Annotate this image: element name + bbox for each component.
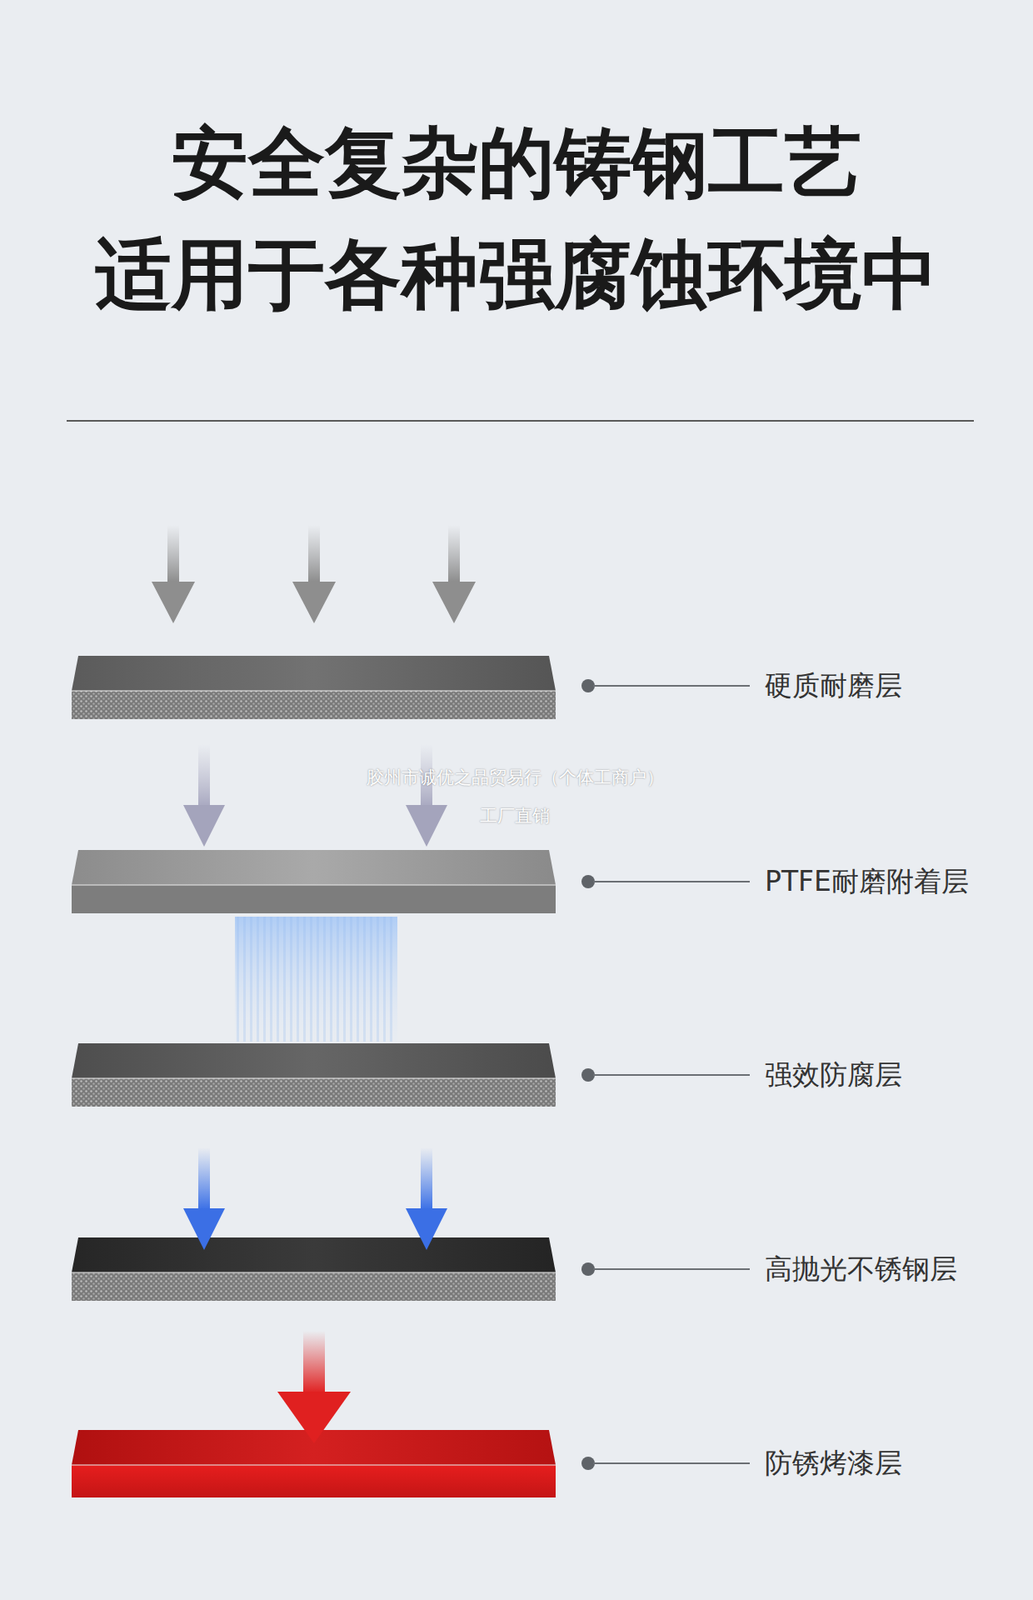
flow-arrow (183, 743, 225, 847)
leader-line (581, 1262, 750, 1276)
flow-arrow (277, 1330, 351, 1443)
layer-label: 高抛光不锈钢层 (764, 1252, 958, 1286)
layer-label: 硬质耐磨层 (764, 668, 903, 703)
leader-line (581, 1456, 750, 1470)
layer-label: 强效防腐层 (764, 1057, 903, 1092)
watermark-text: 工厂直销 (479, 804, 550, 827)
layer-plate (71, 655, 556, 719)
leader-line (581, 678, 750, 693)
light-glow (234, 916, 398, 1042)
divider-rule (66, 419, 974, 422)
layer-label: 防锈烤漆层 (764, 1446, 903, 1480)
layer-plate (71, 1237, 556, 1301)
flow-arrow (292, 524, 336, 624)
leader-line (581, 1067, 750, 1082)
flow-arrow (151, 524, 195, 624)
flow-arrow (405, 743, 448, 847)
flow-arrow (183, 1147, 225, 1250)
layer-label: PTFE耐磨附着层 (764, 864, 969, 899)
layer-plate (71, 849, 556, 914)
layer-plate (71, 1042, 556, 1107)
flow-arrow (432, 524, 476, 624)
leader-line (581, 874, 750, 889)
watermark-text: 胶州市诚优之品贸易行（个体工商户） (366, 766, 664, 789)
flow-arrow (405, 1147, 448, 1250)
diagram-title: 安全复杂的铸钢工艺 适用于各种强腐蚀环境中 (83, 107, 950, 331)
